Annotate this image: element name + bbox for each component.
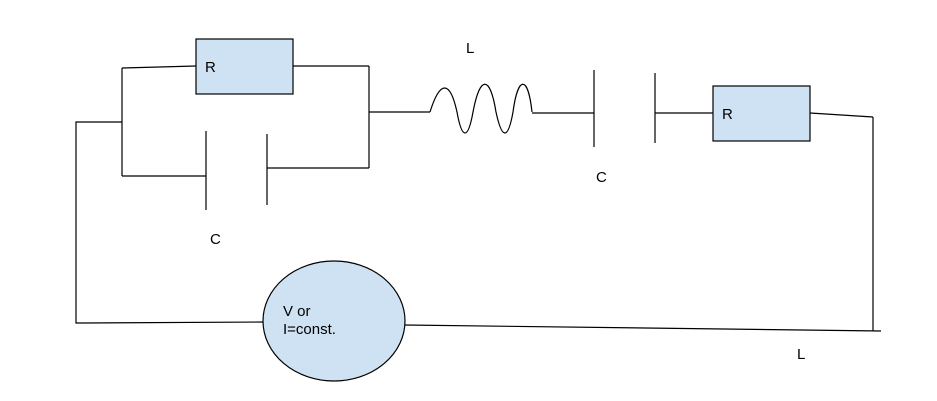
inductor-top-label: L bbox=[466, 40, 475, 57]
wire-from-resistor-right bbox=[809, 112, 874, 118]
source bbox=[262, 260, 406, 382]
resistor-left-label: R bbox=[205, 59, 216, 76]
resistor-right-label: R bbox=[722, 106, 733, 123]
inductor-top bbox=[429, 83, 533, 134]
wire-bottom bbox=[404, 324, 882, 332]
wire-bottom-left bbox=[81, 321, 264, 324]
wire-left-vertical bbox=[75, 121, 122, 324]
source-label-line2: I=const. bbox=[283, 321, 336, 338]
capacitor-left-label: C bbox=[210, 231, 221, 248]
capacitor-right-label: C bbox=[596, 169, 607, 186]
wire-to-resistor-left bbox=[121, 65, 197, 69]
resistor-right bbox=[712, 85, 811, 142]
source-label: V or I=const. bbox=[283, 303, 336, 339]
source-label-line1: V or bbox=[283, 303, 311, 320]
inductor-bottom-label: L bbox=[797, 346, 806, 363]
